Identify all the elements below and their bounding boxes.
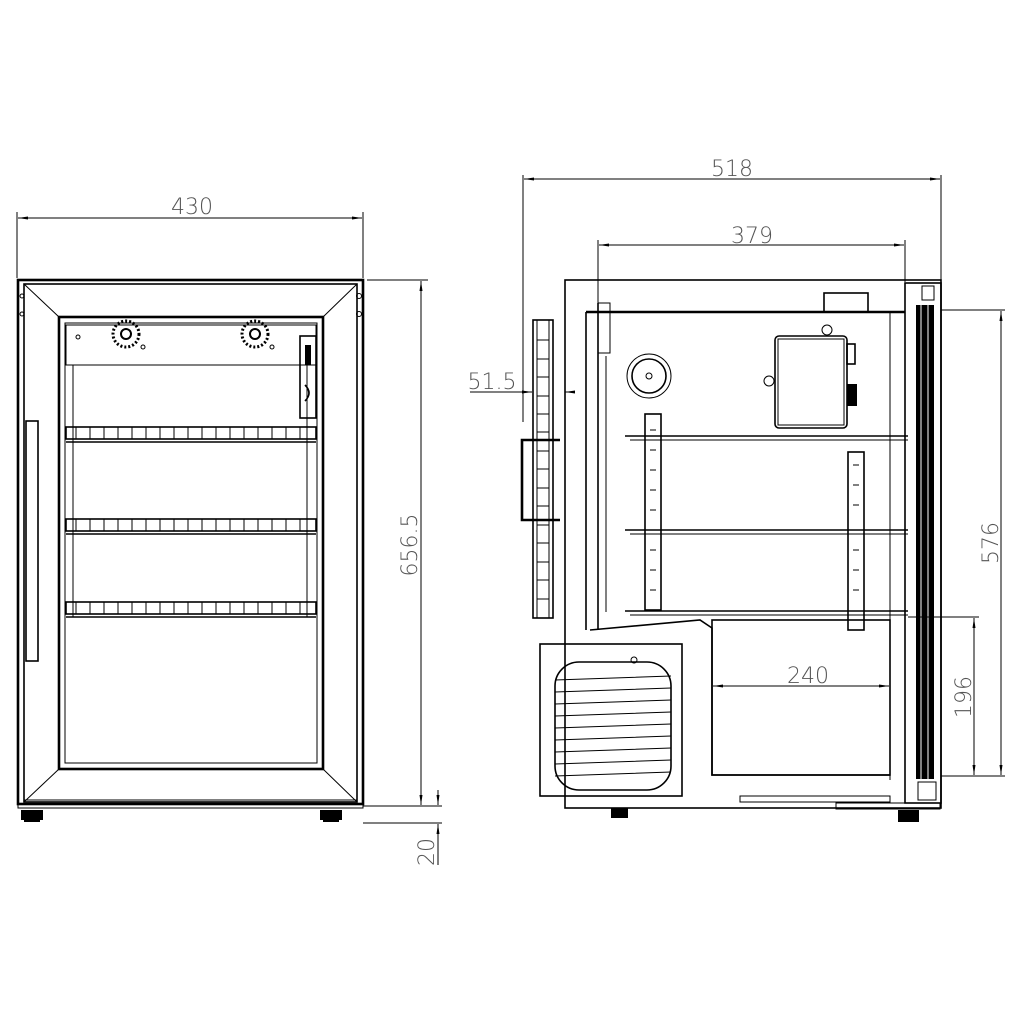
dim-label-20: 20: [415, 838, 440, 866]
fan-motor-icon: [626, 353, 672, 399]
fan-icon: [111, 319, 141, 349]
dimension-inner-depth-379: 379: [597, 224, 906, 305]
dim-label-240: 240: [787, 664, 829, 689]
cabinet-outline: [16, 278, 365, 806]
side-shelf: [625, 435, 908, 441]
side-shelf: [625, 529, 908, 535]
control-box: [763, 292, 869, 429]
glass-door-profile: [889, 282, 942, 804]
dimension-lower-196: 196: [908, 616, 979, 775]
side-handle: [520, 319, 560, 619]
foot-icon: [611, 808, 628, 818]
fan-icon: [240, 319, 270, 349]
dimension-width-430: 430: [16, 195, 364, 278]
door-frame-outer: [23, 283, 358, 803]
side-view: 518 379 51.5: [468, 157, 1005, 822]
foot-icon: [320, 810, 342, 822]
side-cabinet: [564, 279, 942, 809]
front-shelf: [65, 426, 317, 443]
dim-label-51-5: 51.5: [468, 370, 517, 395]
fan-panel: [65, 324, 317, 366]
compressor-box: [539, 643, 683, 797]
dim-label-379: 379: [731, 224, 773, 249]
dim-label-576: 576: [979, 522, 1004, 564]
foot-icon: [898, 810, 919, 822]
front-shelf: [65, 518, 317, 535]
front-shelf: [65, 601, 317, 618]
dim-label-196: 196: [952, 676, 977, 718]
dim-label-518: 518: [711, 157, 753, 182]
dim-label-430: 430: [171, 195, 213, 220]
door-handle: [25, 420, 39, 662]
dimension-compartment-240: 240: [713, 664, 889, 689]
door-glass: [57, 315, 325, 771]
dimension-depth-518: 518: [522, 157, 942, 422]
dimension-door-576: 576: [941, 309, 1005, 777]
front-view: 430: [16, 195, 442, 866]
side-shelf: [625, 610, 908, 616]
dim-label-656-5: 656.5: [398, 514, 423, 577]
dimension-feet-20: 20: [363, 790, 442, 866]
lower-compartment: [711, 619, 891, 776]
dimension-handle-51-5: 51.5: [468, 370, 575, 395]
dimension-height-656-5: 656.5: [363, 279, 442, 807]
foot-icon: [21, 810, 43, 822]
